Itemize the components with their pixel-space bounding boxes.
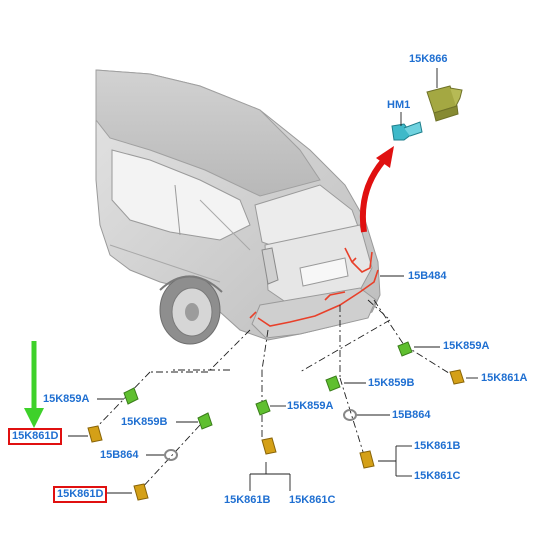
label-module: 15K866 <box>409 53 448 65</box>
label-bracket-far-left: 15K859A <box>43 393 90 405</box>
bumper-wiring-harness <box>249 247 379 327</box>
label-bracket-center-right: 15K859B <box>368 377 415 389</box>
sounder-horn <box>391 121 423 141</box>
label-sensor-bottom-left: 15K861D <box>53 486 108 503</box>
car-illustration <box>95 69 381 345</box>
label-ring-center-right: 15B864 <box>392 409 431 421</box>
sensor-center-right <box>359 450 375 469</box>
parking-aid-module <box>426 85 463 122</box>
bracket-center <box>255 399 271 416</box>
green-arrow <box>24 341 44 428</box>
label-sensor-center-right-b: 15K861B <box>414 440 461 452</box>
label-bracket-inner-left: 15K859B <box>121 416 168 428</box>
ring-left <box>164 449 178 461</box>
label-sensor-center-c: 15K861C <box>289 494 336 506</box>
label-bracket-right: 15K859A <box>443 340 490 352</box>
ring-center-right <box>343 409 357 421</box>
bracket-inner-left <box>197 412 213 430</box>
label-sensor-right: 15K861A <box>481 372 528 384</box>
sensor-right <box>449 369 465 385</box>
label-harness: 15B484 <box>408 270 447 282</box>
red-arrow <box>359 146 394 233</box>
label-sensor-center-b: 15K861B <box>224 494 271 506</box>
label-horn: HM1 <box>387 99 411 111</box>
label-sensor-far-left: 15K861D <box>8 428 63 445</box>
label-ring-left: 15B864 <box>100 449 139 461</box>
label-sensor-center-right-c: 15K861C <box>414 470 461 482</box>
leader-lines <box>68 68 478 494</box>
bracket-center-right <box>325 375 341 392</box>
label-bracket-center: 15K859A <box>287 400 334 412</box>
bracket-far-left <box>123 387 139 405</box>
bracket-right <box>397 341 413 357</box>
sensor-center <box>261 437 277 455</box>
sensor-bottom-left <box>133 483 149 501</box>
sensor-far-left <box>87 425 103 443</box>
